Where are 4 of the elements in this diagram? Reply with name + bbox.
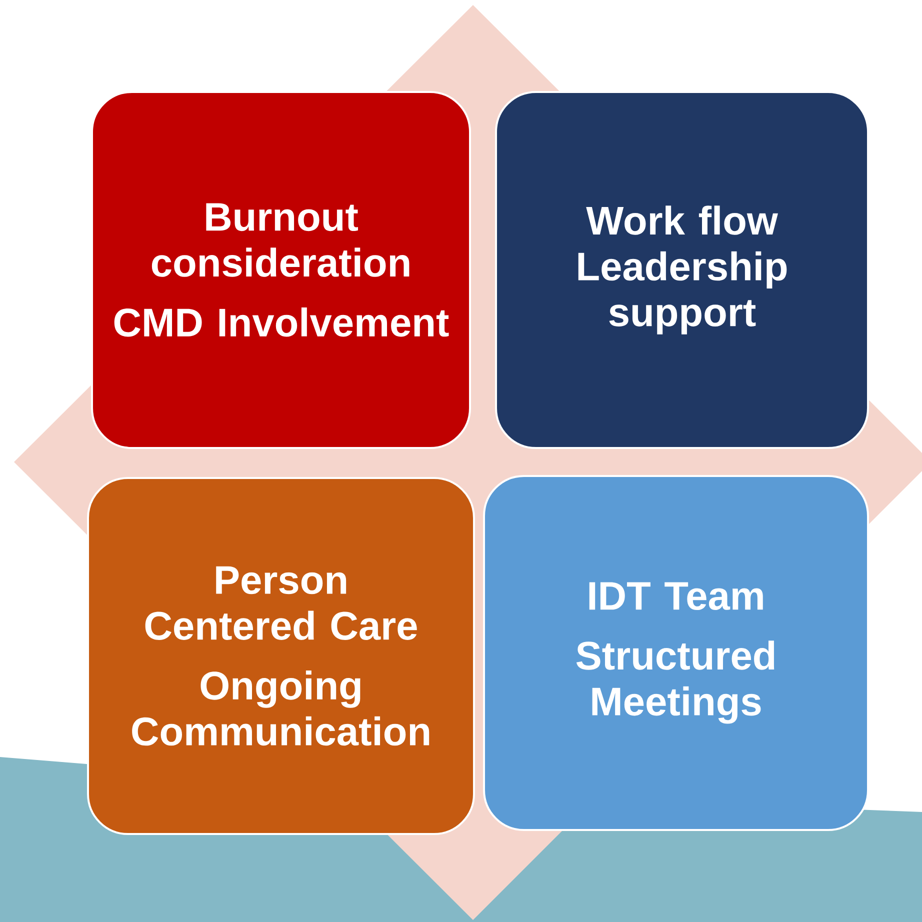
rounded-box: Person Centered Care Ongoing Communication <box>87 477 475 835</box>
rounded-box: Burnout consideration CMD Involvement <box>91 91 471 449</box>
rounded-box: Work flow Leadership support <box>495 91 869 449</box>
rounded-box: IDT Team Structured Meetings <box>483 475 869 831</box>
